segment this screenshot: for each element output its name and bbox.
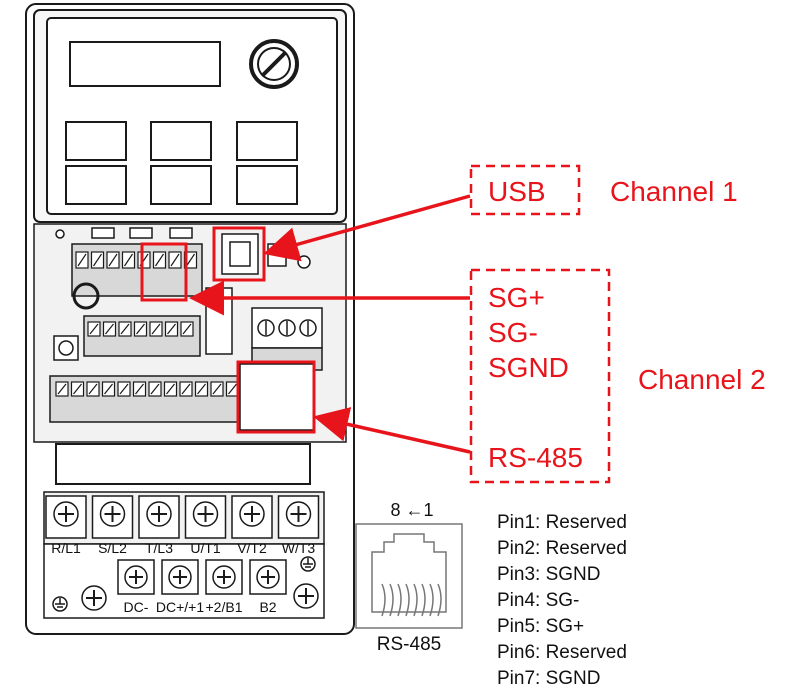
display-window xyxy=(69,41,221,87)
rs485-arrow xyxy=(313,407,471,454)
keypad-key xyxy=(150,165,212,205)
pin-item: Pin4: SG- xyxy=(497,590,580,611)
power-terminal-label: T/L3 xyxy=(145,540,173,556)
pin-item: Pin7: SGND xyxy=(497,668,601,689)
power-terminal-label: V/T2 xyxy=(237,540,267,556)
sg-plus-label: SG+ xyxy=(488,282,545,313)
channel1-label: Channel 1 xyxy=(610,176,738,207)
red-highlights xyxy=(140,226,316,434)
keypad-key xyxy=(65,121,127,161)
relay-screws xyxy=(257,319,317,337)
usb-label: USB xyxy=(488,176,546,207)
rs485-callout-label: RS-485 xyxy=(488,442,583,473)
connector-label: RS-485 xyxy=(377,634,441,655)
callout-boxes xyxy=(469,164,611,484)
sg-minus-label: SG- xyxy=(488,317,538,348)
cover-window xyxy=(55,443,311,485)
rj45-highlight xyxy=(236,360,316,434)
power-terminals-top: R/L1 S/L2 T/L3 U/T1 V/T2 W/T3 xyxy=(45,495,320,556)
power-terminal-label: DC- xyxy=(124,599,149,615)
knob-icon xyxy=(249,39,299,89)
power-terminals-bottom: DC- DC+/+1+2/B1 B2 xyxy=(81,559,319,615)
power-terminal-label: R/L1 xyxy=(51,540,81,556)
power-terminal-label: B2 xyxy=(259,599,276,615)
connector-pin-range: 8 ←1 xyxy=(390,500,433,520)
channel2-label: Channel 2 xyxy=(638,364,766,395)
terminal-highlight xyxy=(140,242,188,302)
callout-arrows xyxy=(189,194,471,454)
pin-item: Pin3: SGND xyxy=(497,564,601,585)
control-terminals xyxy=(55,251,240,397)
rj45-connector-icon xyxy=(355,523,463,629)
usb-arrow xyxy=(263,194,471,262)
pin-item: Pin6: Reserved xyxy=(497,642,627,663)
keypad-key xyxy=(150,121,212,161)
power-terminal-label: U/T1 xyxy=(190,540,221,556)
sgnd-label: SGND xyxy=(488,352,569,383)
keypad-key xyxy=(65,165,127,205)
pin-item: Pin5: SG+ xyxy=(497,616,585,637)
power-terminal-label: S/L2 xyxy=(98,540,127,556)
pin-item: Pin2: Reserved xyxy=(497,538,627,559)
keypad-key xyxy=(236,121,298,161)
keypad-panel xyxy=(46,17,338,215)
power-terminal-label: W/T3 xyxy=(282,540,316,556)
pin-item: Pin1: Reserved xyxy=(497,512,627,533)
power-terminal-label: DC+/+1 xyxy=(156,599,204,615)
keypad-key xyxy=(236,165,298,205)
ground-icon xyxy=(52,556,316,612)
power-terminal-label: +2/B1 xyxy=(206,599,243,615)
